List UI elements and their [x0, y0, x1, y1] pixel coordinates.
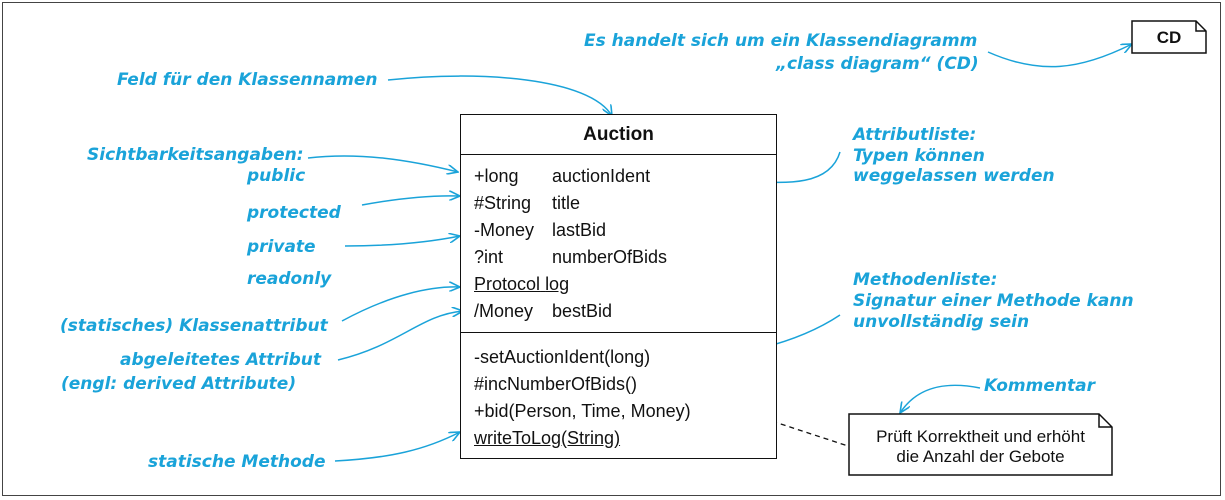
- annotation-method-list-line-3: unvollständig sein: [853, 312, 1030, 332]
- attribute-row: +long auctionIdent: [461, 163, 776, 190]
- arrow-protected: [361, 196, 460, 206]
- attribute-type: ?int: [474, 247, 504, 267]
- arrow-private: [344, 236, 460, 247]
- comment-note: Prüft Korrektheit und erhöht die Anzahl …: [849, 427, 1112, 467]
- attribute-name: auctionIdent: [552, 166, 651, 186]
- arrow-derived: [337, 311, 463, 361]
- annotation-comment-label: Kommentar: [984, 376, 1095, 396]
- attribute-type: /Money: [474, 301, 534, 321]
- diagram-type-tag: CD: [1156, 28, 1182, 47]
- attribute-row: ?int numberOfBids: [461, 244, 776, 271]
- cd-box-outline: [1131, 20, 1207, 54]
- attribute-name: log: [545, 274, 570, 294]
- attribute-type: +long: [474, 166, 519, 186]
- arrow-class-name: [387, 75, 612, 116]
- attribute-row: #String title: [461, 190, 776, 217]
- attribute-name: lastBid: [552, 220, 607, 240]
- arrow-static-attr: [341, 287, 460, 322]
- annotation-attr-list-line-1: Attributliste:: [853, 125, 977, 145]
- method-row: #incNumberOfBids(): [474, 374, 638, 394]
- annotation-method-list-line-2: Signatur einer Methode kann: [853, 291, 1134, 311]
- annotation-protected: protected: [247, 203, 341, 223]
- annotation-attr-list-line-3: weggelassen werden: [853, 166, 1055, 186]
- annotation-derived-line-1: abgeleitetes Attribut: [120, 350, 321, 370]
- attribute-row: /Money bestBid: [461, 298, 776, 325]
- static-method-row: writeToLog(String): [474, 428, 621, 448]
- annotation-private: private: [247, 237, 316, 257]
- annotation-visibility-title: Sichtbarkeitsangaben:: [87, 145, 304, 165]
- attribute-list: +long auctionIdent #String title -Money las…: [461, 155, 776, 333]
- arrow-comment: [900, 384, 981, 413]
- attribute-type: Protocol: [474, 274, 541, 294]
- annotation-public: public: [247, 166, 306, 186]
- attribute-row: -Money lastBid: [461, 217, 776, 244]
- attribute-type: -Money: [474, 220, 535, 240]
- method-row: +bid(Person, Time, Money): [474, 401, 691, 421]
- arrow-static-method: [334, 432, 460, 462]
- attribute-type: #String: [474, 193, 532, 213]
- annotation-static-attribute: (statisches) Klassenattribut: [60, 316, 328, 336]
- static-attribute-row: Protocol log: [461, 271, 776, 298]
- class-name: Auction: [461, 115, 776, 155]
- method-row: -setAuctionIdent(long): [474, 347, 651, 367]
- attribute-name: bestBid: [552, 301, 613, 321]
- comment-line-2: die Anzahl der Gebote: [896, 447, 1065, 466]
- annotation-method-list-line-1: Methodenliste:: [853, 270, 998, 290]
- arrow-public: [307, 155, 458, 172]
- method-list: -setAuctionIdent(long) #incNumberOfBids(…: [461, 333, 776, 452]
- uml-class-box: Auction +long auctionIdent #String title -…: [460, 114, 777, 459]
- attribute-name: numberOfBids: [552, 247, 668, 267]
- comment-line-1: Prüft Korrektheit und erhöht: [876, 427, 1085, 446]
- attribute-name: title: [552, 193, 581, 213]
- arrow-cd: [987, 44, 1132, 68]
- annotation-readonly: readonly: [247, 269, 332, 289]
- annotation-class-name-field: Feld für den Klassennamen: [117, 70, 378, 90]
- annotation-derived-line-2: (engl: derived Attribute): [61, 374, 297, 394]
- annotation-attr-list-line-2: Typen können: [853, 146, 985, 166]
- annotation-cd-line-1: Es handelt sich um ein Klassendiagramm: [584, 31, 978, 51]
- annotation-cd-line-2: „class diagram“ (CD): [776, 54, 979, 74]
- annotation-static-method: statische Methode: [148, 452, 326, 472]
- comment-box-outline: [848, 413, 1113, 476]
